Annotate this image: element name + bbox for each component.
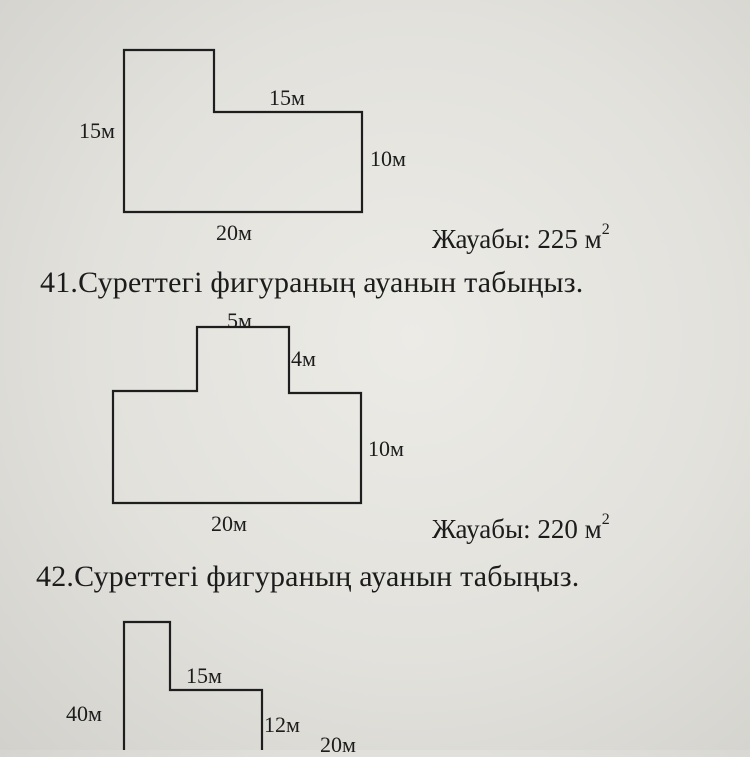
figure-1-top-label: 15м [269, 85, 305, 110]
figure-3-top-label: 15м [186, 663, 222, 688]
figure-2-right-label: 10м [368, 436, 404, 461]
figure-1-answer-text: Жауабы: 225 м [432, 224, 602, 254]
figure-1-answer: Жауабы: 225 м2 [432, 222, 610, 254]
figure-1-right-label: 10м [370, 146, 406, 171]
figure-2-bottom-label: 20м [211, 511, 247, 536]
figure-2-top-label: 5м [227, 308, 252, 333]
figure-1-bottom-label: 20м [216, 220, 252, 245]
figure-3-step-label: 12м [264, 712, 300, 737]
task-42-heading: 42.Суреттегі фигураның ауанын табыңыз. [36, 560, 580, 593]
figure-2-step-label: 4м [291, 346, 316, 371]
figure-3-right-label: 20м [320, 732, 356, 757]
figure-2-answer: Жауабы: 220 м2 [432, 512, 610, 544]
figure-1-left-label: 15м [79, 118, 115, 143]
figure-3-left-label: 40м [66, 701, 102, 726]
task-41-heading: 41.Суреттегі фигураның ауанын табыңыз. [40, 266, 584, 299]
figure-1-answer-exponent: 2 [601, 221, 610, 238]
figure-2-answer-exponent: 2 [601, 511, 610, 528]
figure-2-answer-text: Жауабы: 220 м [432, 514, 602, 544]
